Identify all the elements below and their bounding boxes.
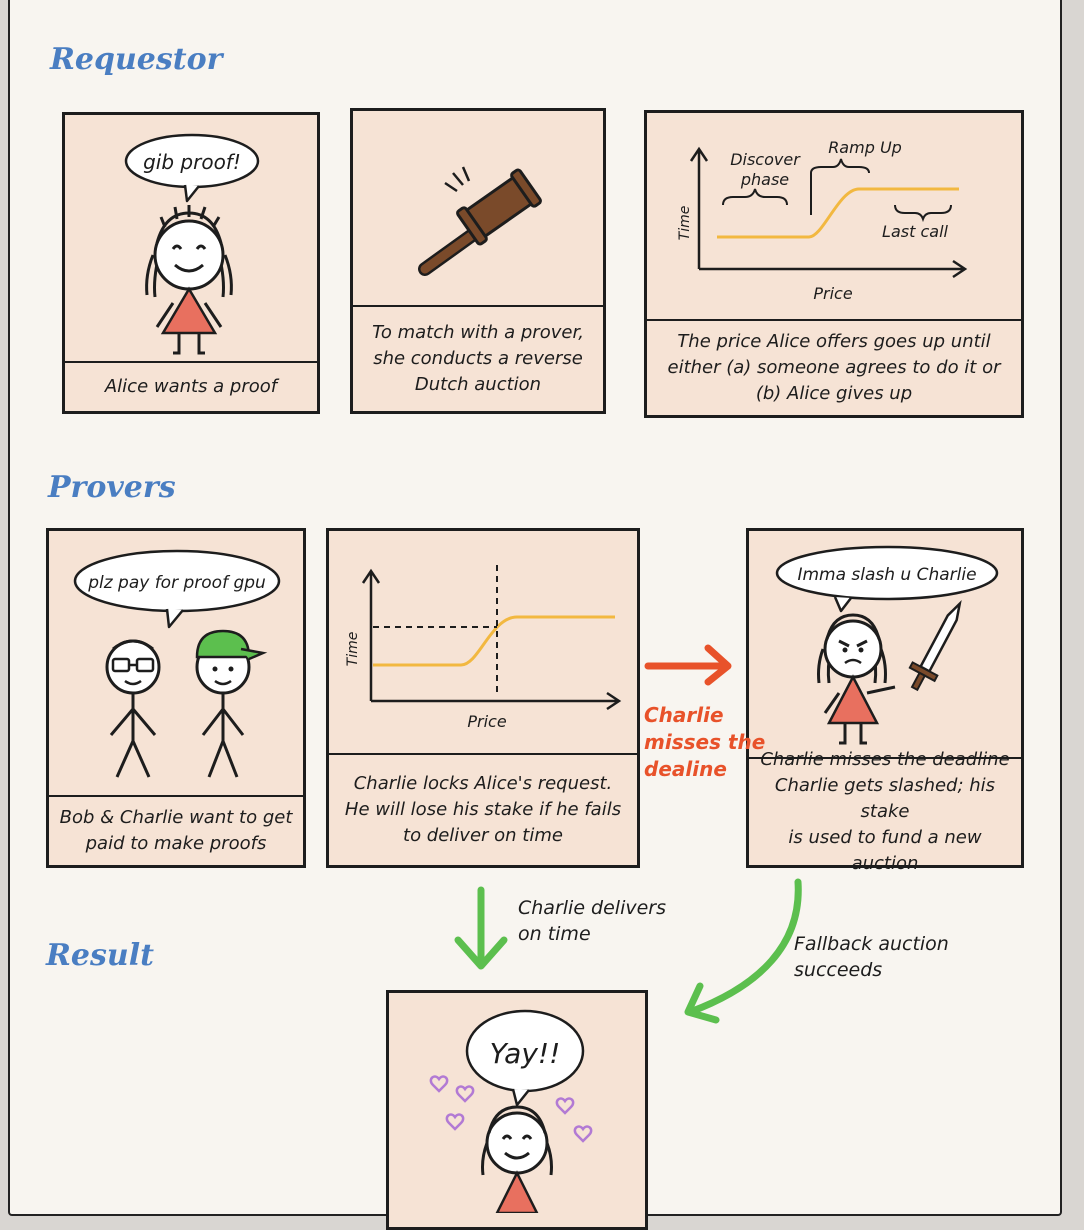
- label-ramp-up: Ramp Up: [828, 138, 902, 157]
- charlie-figure: [195, 629, 268, 778]
- panel-art: [418, 166, 542, 276]
- panel-reverse-dutch-auction: To match with a prover, she conducts a r…: [350, 108, 606, 414]
- note-charlie-delivers: Charlie delivers on time: [518, 897, 667, 945]
- note-charlie-misses: Charlie misses the dealine: [644, 703, 766, 781]
- dress: [495, 1170, 539, 1213]
- gavel-icon: [418, 168, 542, 276]
- heart-icon: [573, 1125, 593, 1143]
- ramp-brace: [810, 158, 870, 215]
- last-call-brace: [894, 204, 952, 223]
- alice-figure: [145, 205, 233, 355]
- panel-result-yay: Yay!!: [386, 990, 648, 1230]
- discover-brace: [722, 188, 788, 206]
- panel-caption: The price Alice offers goes up until eit…: [647, 319, 1021, 415]
- sword-icon: [908, 599, 962, 692]
- panel-bob-charlie: plz pay for proof gpu Bob & Charlie w: [46, 528, 306, 868]
- panel-caption: Charlie misses the deadline Charlie gets…: [749, 749, 1021, 874]
- arrow-right-red: [644, 644, 732, 686]
- dress: [160, 286, 218, 335]
- section-title-requestor: Requestor: [50, 42, 223, 77]
- bubble-text: Yay!!: [490, 1037, 561, 1070]
- y-axis: [361, 568, 381, 701]
- panel-art: gib proof!: [124, 133, 260, 355]
- bubble-text: plz pay for proof gpu: [87, 573, 266, 593]
- cap-icon: [195, 629, 251, 659]
- section-title-provers: Provers: [48, 470, 176, 505]
- bob-figure: [105, 639, 161, 778]
- label-phase: phase: [740, 170, 789, 189]
- panel-caption: Alice wants a proof: [65, 361, 317, 411]
- motion-lines: [444, 166, 471, 193]
- hearts: [429, 1075, 593, 1143]
- x-axis-label: Price: [813, 284, 852, 303]
- y-axis: [689, 146, 709, 269]
- y-axis-label: Time: [345, 632, 361, 667]
- bubble-text: Imma slash u Charlie: [797, 565, 976, 585]
- label-discover: Discover: [730, 150, 801, 169]
- happy-alice-figure: [481, 1105, 553, 1213]
- arrow-curved-green: [684, 878, 802, 1024]
- panel-art: Yay!!: [429, 1009, 593, 1213]
- arrow-down-green: [454, 886, 508, 970]
- panel-alice-wants-proof: gib proof! Alice wants a proof: [62, 112, 320, 414]
- heart-icon: [455, 1085, 475, 1103]
- label-last-call: Last call: [882, 222, 948, 241]
- panel-charlie-locks: Time Price Charlie locks Alice's request…: [326, 528, 640, 868]
- x-axis-label: Price: [467, 712, 506, 731]
- bubble-text: gib proof!: [143, 150, 241, 174]
- heart-icon: [555, 1097, 575, 1115]
- price-curve: [373, 615, 615, 667]
- note-fallback-auction: Fallback auction succeeds: [794, 933, 949, 981]
- x-axis: [371, 691, 622, 711]
- panel-caption: Charlie locks Alice's request. He will l…: [329, 753, 637, 865]
- comic-sheet: Requestor Provers Result gib proof! Alic…: [8, 0, 1062, 1230]
- section-title-result: Result: [46, 938, 154, 973]
- panel-charlie-slashed: Imma slash u Charlie Charlie misses the …: [746, 528, 1024, 874]
- speech-bubble: [775, 545, 999, 601]
- panel-art: plz pay for proof gpu: [73, 549, 281, 778]
- panel-art: Imma slash u Charlie: [775, 545, 999, 745]
- x-axis: [699, 259, 968, 279]
- heart-icon: [429, 1075, 449, 1093]
- dress: [826, 674, 880, 725]
- lock-chart: Time Price: [345, 565, 622, 731]
- price-curve: [717, 187, 959, 239]
- panel-caption: To match with a prover, she conducts a r…: [353, 305, 603, 411]
- panel-caption: Bob & Charlie want to get paid to make p…: [49, 795, 303, 865]
- panel-auction-price-chart: Discover phase Ramp Up Last call Time Pr…: [644, 110, 1024, 418]
- auction-chart: Discover phase Ramp Up Last call Time Pr…: [677, 138, 968, 303]
- angry-alice-figure: [817, 613, 896, 745]
- y-axis-label: Time: [677, 206, 693, 241]
- heart-icon: [445, 1113, 465, 1131]
